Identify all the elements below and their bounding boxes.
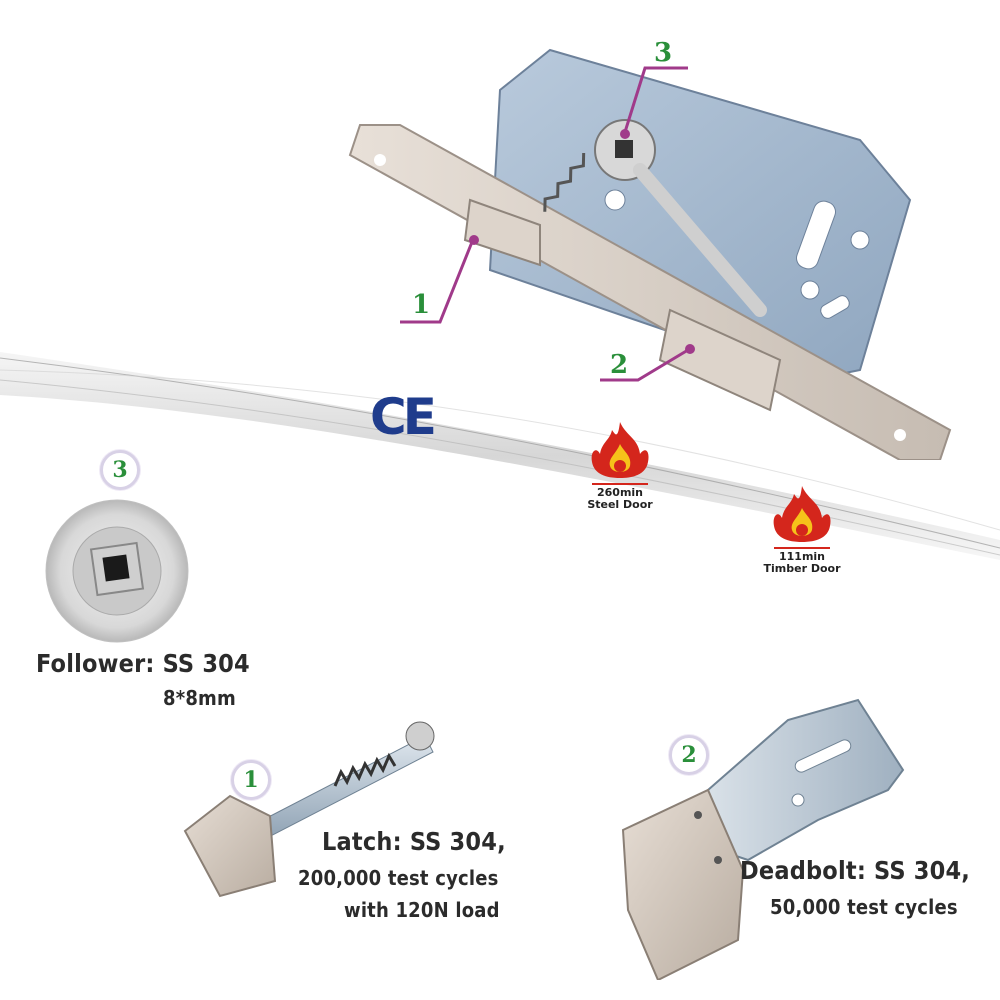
callout-2: 2 bbox=[610, 350, 629, 380]
callout-1: 1 bbox=[412, 290, 431, 320]
deadbolt-image bbox=[621, 698, 905, 980]
fire-rating-steel-door: Steel Door bbox=[587, 498, 653, 511]
fire-rating-steel-minutes: 260min bbox=[596, 486, 644, 499]
latch-image bbox=[183, 721, 435, 898]
latch-cycles: 200,000 test cycles bbox=[298, 866, 499, 890]
fire-rating-timber: 111min Timber Door bbox=[762, 482, 842, 575]
fire-rating-timber-door: Timber Door bbox=[763, 562, 841, 575]
badge-2: 2 bbox=[669, 735, 709, 775]
fire-rating-steel: 260min Steel Door bbox=[580, 418, 660, 511]
fire-rating-timber-minutes: 111min bbox=[778, 550, 826, 563]
mortise-lock-image bbox=[348, 48, 952, 460]
deadbolt-cycles: 50,000 test cycles bbox=[770, 895, 958, 919]
follower-closeup-image bbox=[45, 499, 189, 643]
callout-3: 3 bbox=[654, 38, 673, 68]
fire-rating-steel-divider bbox=[592, 483, 648, 485]
badge-3: 3 bbox=[100, 450, 140, 490]
ce-mark: CE bbox=[370, 388, 437, 446]
deadbolt-title: Deadbolt: SS 304, bbox=[740, 856, 971, 885]
fire-rating-timber-divider bbox=[774, 547, 830, 549]
flame-icon bbox=[591, 422, 649, 478]
latch-load: with 120N load bbox=[344, 898, 500, 922]
follower-size: 8*8mm bbox=[163, 686, 236, 710]
badge-1: 1 bbox=[231, 760, 271, 800]
follower-title: Follower: SS 304 bbox=[36, 649, 250, 678]
flame-icon bbox=[773, 486, 831, 542]
latch-title: Latch: SS 304, bbox=[322, 827, 506, 856]
